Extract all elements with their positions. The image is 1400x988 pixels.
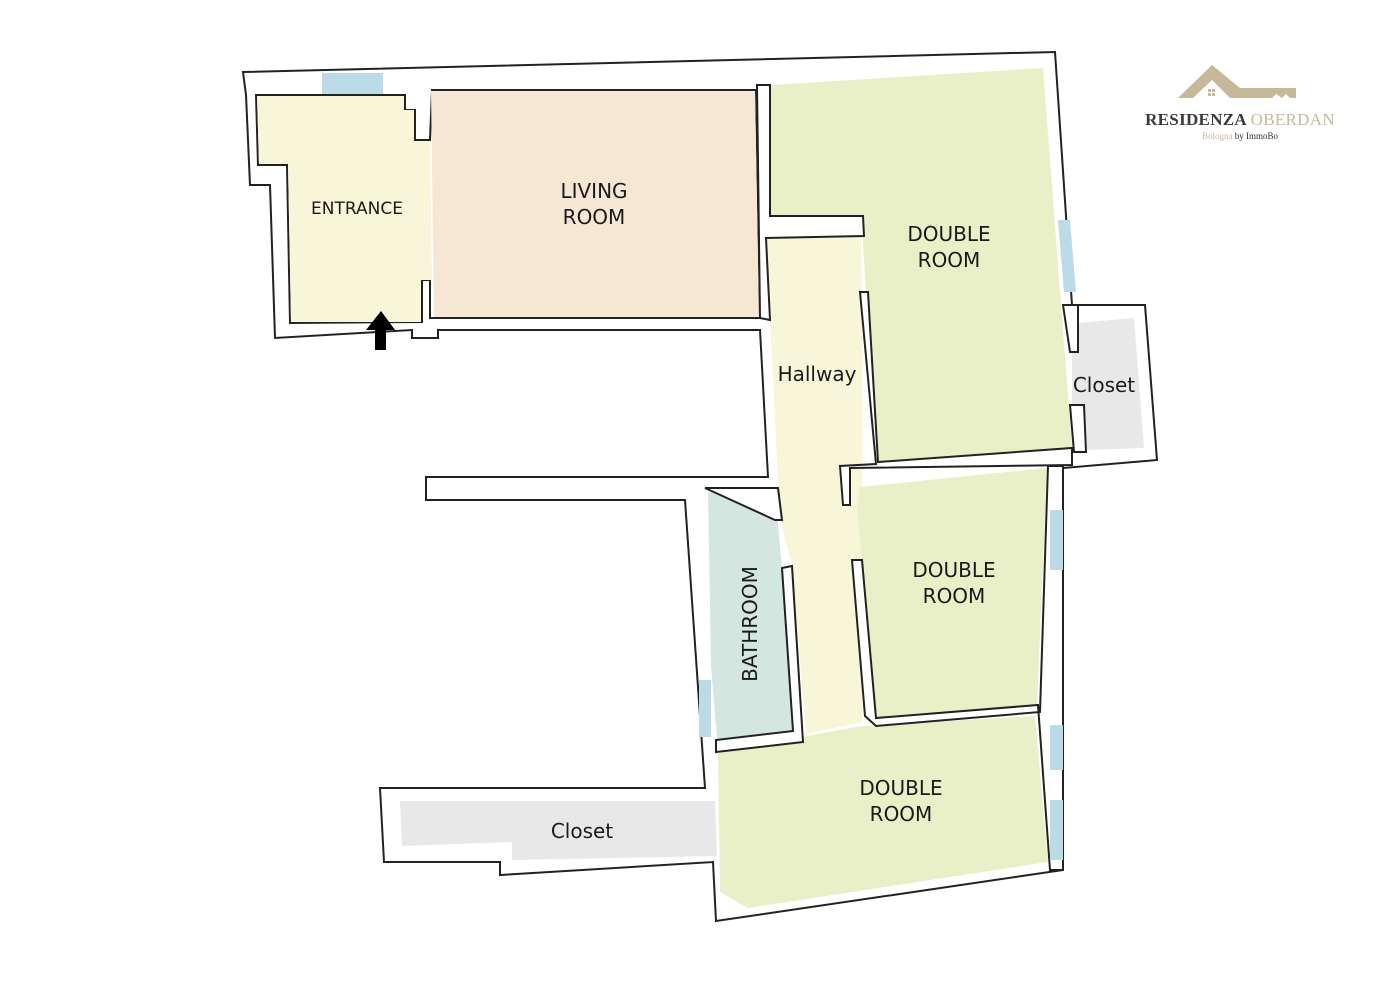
window [1050,510,1063,570]
window [699,680,711,737]
label-double-room-3-b: ROOM [870,802,933,826]
label-double-room-2-b: ROOM [923,584,986,608]
label-closet-2: Closet [551,819,613,843]
logo-title-dark: RESIDENZA [1145,110,1247,129]
window [322,73,383,94]
label-double-room-1-a: DOUBLE [907,222,990,246]
logo-sub-city: Bologna [1201,131,1233,141]
label-entrance: ENTRANCE [311,199,403,219]
label-hallway: Hallway [778,362,857,386]
room-living-room [431,91,759,317]
room-entrance [257,96,432,322]
house-key-icon [1178,65,1296,98]
window [1050,725,1063,770]
label-closet-1: Closet [1073,373,1135,397]
label-living-room-1: LIVING [560,179,627,203]
logo-title: RESIDENZA OBERDAN [1140,110,1340,130]
logo-subtitle: Bologna by ImmoBo [1140,131,1340,141]
logo-title-light: OBERDAN [1250,110,1335,129]
room-closet-1 [1072,318,1144,450]
window [1058,220,1076,292]
windows [322,73,1076,860]
room-double-room-3 [718,716,1048,908]
window [1050,800,1063,860]
label-living-room-2: ROOM [563,205,626,229]
logo-sub-by: by ImmoBo [1234,131,1278,141]
room-double-room-1 [771,68,1072,462]
label-double-room-3-a: DOUBLE [859,776,942,800]
label-double-room-1-b: ROOM [918,248,981,272]
entrance-arrow-up-icon [366,311,395,350]
room-double-room-2 [857,468,1047,718]
label-double-room-2-a: DOUBLE [912,558,995,582]
logo: RESIDENZA OBERDAN Bologna by ImmoBo [1140,110,1340,141]
room-hallway [765,230,862,734]
label-bathroom: BATHROOM [738,566,762,682]
room-bathroom [708,492,792,740]
room-closet-2 [400,801,717,860]
